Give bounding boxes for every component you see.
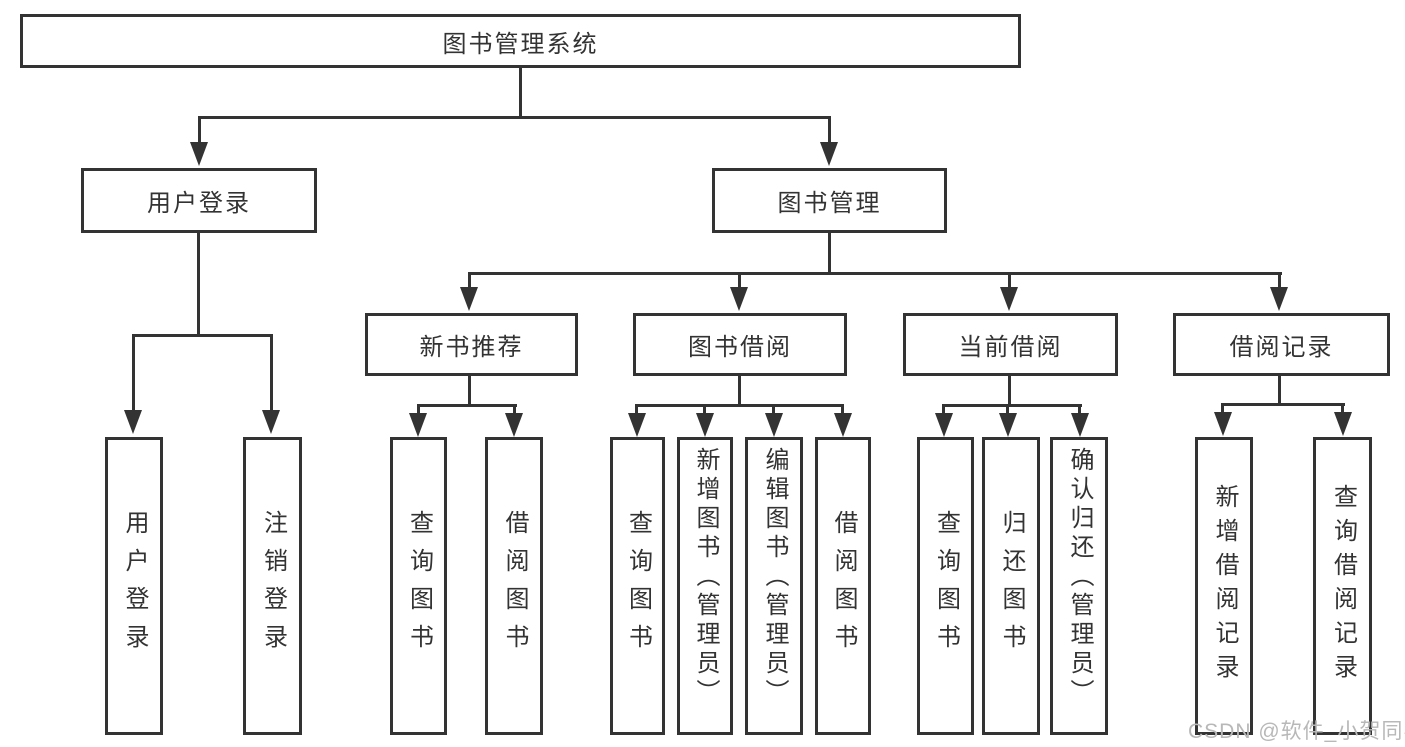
- connector-drop-records-add: [1221, 403, 1224, 416]
- node-borrow-records-label: 借阅记录: [1229, 334, 1334, 361]
- connector-root-stem: [519, 67, 522, 118]
- leaf-records-add-record-label: 新增借阅记录: [1211, 484, 1238, 688]
- node-new-book-recommend: 新书推荐: [365, 313, 578, 376]
- leaf-current-return-book-label: 归还图书: [998, 510, 1025, 662]
- leaf-borrow-edit-book: 编辑图书（管理员）: [745, 437, 803, 735]
- connector-drop-leaf-logout: [270, 334, 273, 412]
- arrowhead-recommend-query: [409, 413, 427, 437]
- leaf-borrow-query-book: 查询图书: [610, 437, 665, 735]
- connector-drop-borrow-edit: [772, 404, 775, 416]
- connector-user-login-bus: [132, 334, 273, 337]
- leaf-borrow-edit-book-label: 编辑图书（管理员）: [761, 447, 788, 708]
- node-user-login-label: 用户登录: [147, 190, 251, 217]
- node-book-management-label: 图书管理: [777, 190, 882, 217]
- leaf-current-return-book: 归还图书: [982, 437, 1040, 735]
- connector-drop-borrow-add: [703, 404, 706, 416]
- node-borrow-records: 借阅记录: [1173, 313, 1390, 376]
- connector-drop-user-login: [198, 116, 201, 144]
- node-book-management: 图书管理: [712, 168, 947, 233]
- arrowhead-book-borrow: [730, 287, 748, 311]
- node-current-borrow: 当前借阅: [903, 313, 1118, 376]
- connector-current-bus: [942, 404, 1082, 407]
- connector-drop-book-borrow: [738, 272, 741, 288]
- connector-drop-recommend-borrow: [513, 404, 516, 416]
- arrowhead-records-query: [1334, 412, 1352, 436]
- connector-drop-leaf-user-login: [132, 334, 135, 412]
- arrowhead-borrow-edit: [765, 413, 783, 437]
- arrowhead-new-book-recommend: [460, 287, 478, 311]
- connector-borrow-stem: [738, 376, 741, 407]
- arrowhead-borrow-records: [1270, 287, 1288, 311]
- connector-level2-bus: [198, 116, 831, 119]
- connector-recommend-stem: [468, 376, 471, 407]
- arrowhead-leaf-logout: [262, 410, 280, 434]
- arrowhead-recommend-borrow: [505, 413, 523, 437]
- leaf-records-query-record: 查询借阅记录: [1313, 437, 1372, 735]
- arrowhead-current-confirm: [1071, 413, 1089, 437]
- connector-drop-current-query: [942, 404, 945, 416]
- arrowhead-borrow-query: [628, 413, 646, 437]
- leaf-logout: 注销登录: [243, 437, 302, 735]
- connector-recommend-bus: [417, 404, 517, 407]
- leaf-current-confirm-return: 确认归还（管理员）: [1050, 437, 1108, 735]
- leaf-current-query-book-label: 查询图书: [932, 510, 960, 662]
- connector-drop-current-confirm: [1078, 404, 1081, 416]
- csdn-watermark: CSDN @软件_小贺同学: [1188, 720, 1405, 743]
- node-user-login: 用户登录: [81, 168, 317, 233]
- node-book-borrow: 图书借阅: [633, 313, 847, 376]
- leaf-borrow-add-book-label: 新增图书（管理员）: [692, 447, 719, 708]
- node-root-library-system: 图书管理系统: [20, 14, 1021, 68]
- leaf-records-query-record-label: 查询借阅记录: [1329, 484, 1357, 688]
- leaf-recommend-query-book-label: 查询图书: [405, 510, 433, 662]
- arrowhead-book-management: [820, 142, 838, 166]
- connector-current-stem: [1008, 375, 1011, 407]
- connector-drop-borrow-query: [635, 404, 638, 416]
- connector-book-management-stem: [828, 233, 831, 275]
- leaf-user-login: 用户登录: [105, 437, 163, 735]
- connector-user-login-stem: [197, 233, 200, 337]
- leaf-current-confirm-return-label: 确认归还（管理员）: [1066, 447, 1093, 708]
- connector-records-bus: [1221, 403, 1345, 406]
- leaf-recommend-borrow-book-label: 借阅图书: [501, 510, 528, 662]
- leaf-current-query-book: 查询图书: [917, 437, 974, 735]
- leaf-borrow-add-book: 新增图书（管理员）: [677, 437, 733, 735]
- leaf-borrow-query-book-label: 查询图书: [624, 510, 652, 662]
- leaf-borrow-borrow-book: 借阅图书: [815, 437, 871, 735]
- connector-level3-bus: [468, 272, 1282, 275]
- arrowhead-records-add: [1214, 412, 1232, 436]
- connector-drop-borrow-records: [1278, 272, 1281, 288]
- connector-records-stem: [1278, 375, 1281, 406]
- arrowhead-current-return: [999, 413, 1017, 437]
- leaf-recommend-query-book: 查询图书: [390, 437, 447, 735]
- node-book-borrow-label: 图书借阅: [688, 334, 792, 361]
- leaf-user-login-label: 用户登录: [121, 510, 148, 662]
- arrowhead-leaf-user-login: [124, 410, 142, 434]
- arrowhead-borrow-borrow: [834, 413, 852, 437]
- arrowhead-user-login: [190, 142, 208, 166]
- node-current-borrow-label: 当前借阅: [958, 334, 1063, 361]
- connector-drop-records-query: [1341, 403, 1344, 416]
- leaf-recommend-borrow-book: 借阅图书: [485, 437, 543, 735]
- connector-drop-current-return: [1006, 404, 1009, 416]
- leaf-records-add-record: 新增借阅记录: [1195, 437, 1253, 735]
- arrowhead-current-borrow: [1000, 287, 1018, 311]
- node-new-book-recommend-label: 新书推荐: [419, 334, 524, 361]
- connector-drop-new-book-recommend: [468, 272, 471, 288]
- arrowhead-current-query: [935, 413, 953, 437]
- node-root-label: 图书管理系统: [442, 30, 599, 58]
- connector-drop-borrow-borrow: [841, 404, 844, 416]
- leaf-logout-label: 注销登录: [259, 510, 287, 662]
- arrowhead-borrow-add: [696, 413, 714, 437]
- connector-drop-book-management: [828, 116, 831, 144]
- leaf-borrow-borrow-book-label: 借阅图书: [830, 510, 857, 662]
- connector-borrow-bus: [636, 404, 844, 407]
- connector-drop-current-borrow: [1008, 272, 1011, 288]
- connector-drop-recommend-query: [417, 404, 420, 416]
